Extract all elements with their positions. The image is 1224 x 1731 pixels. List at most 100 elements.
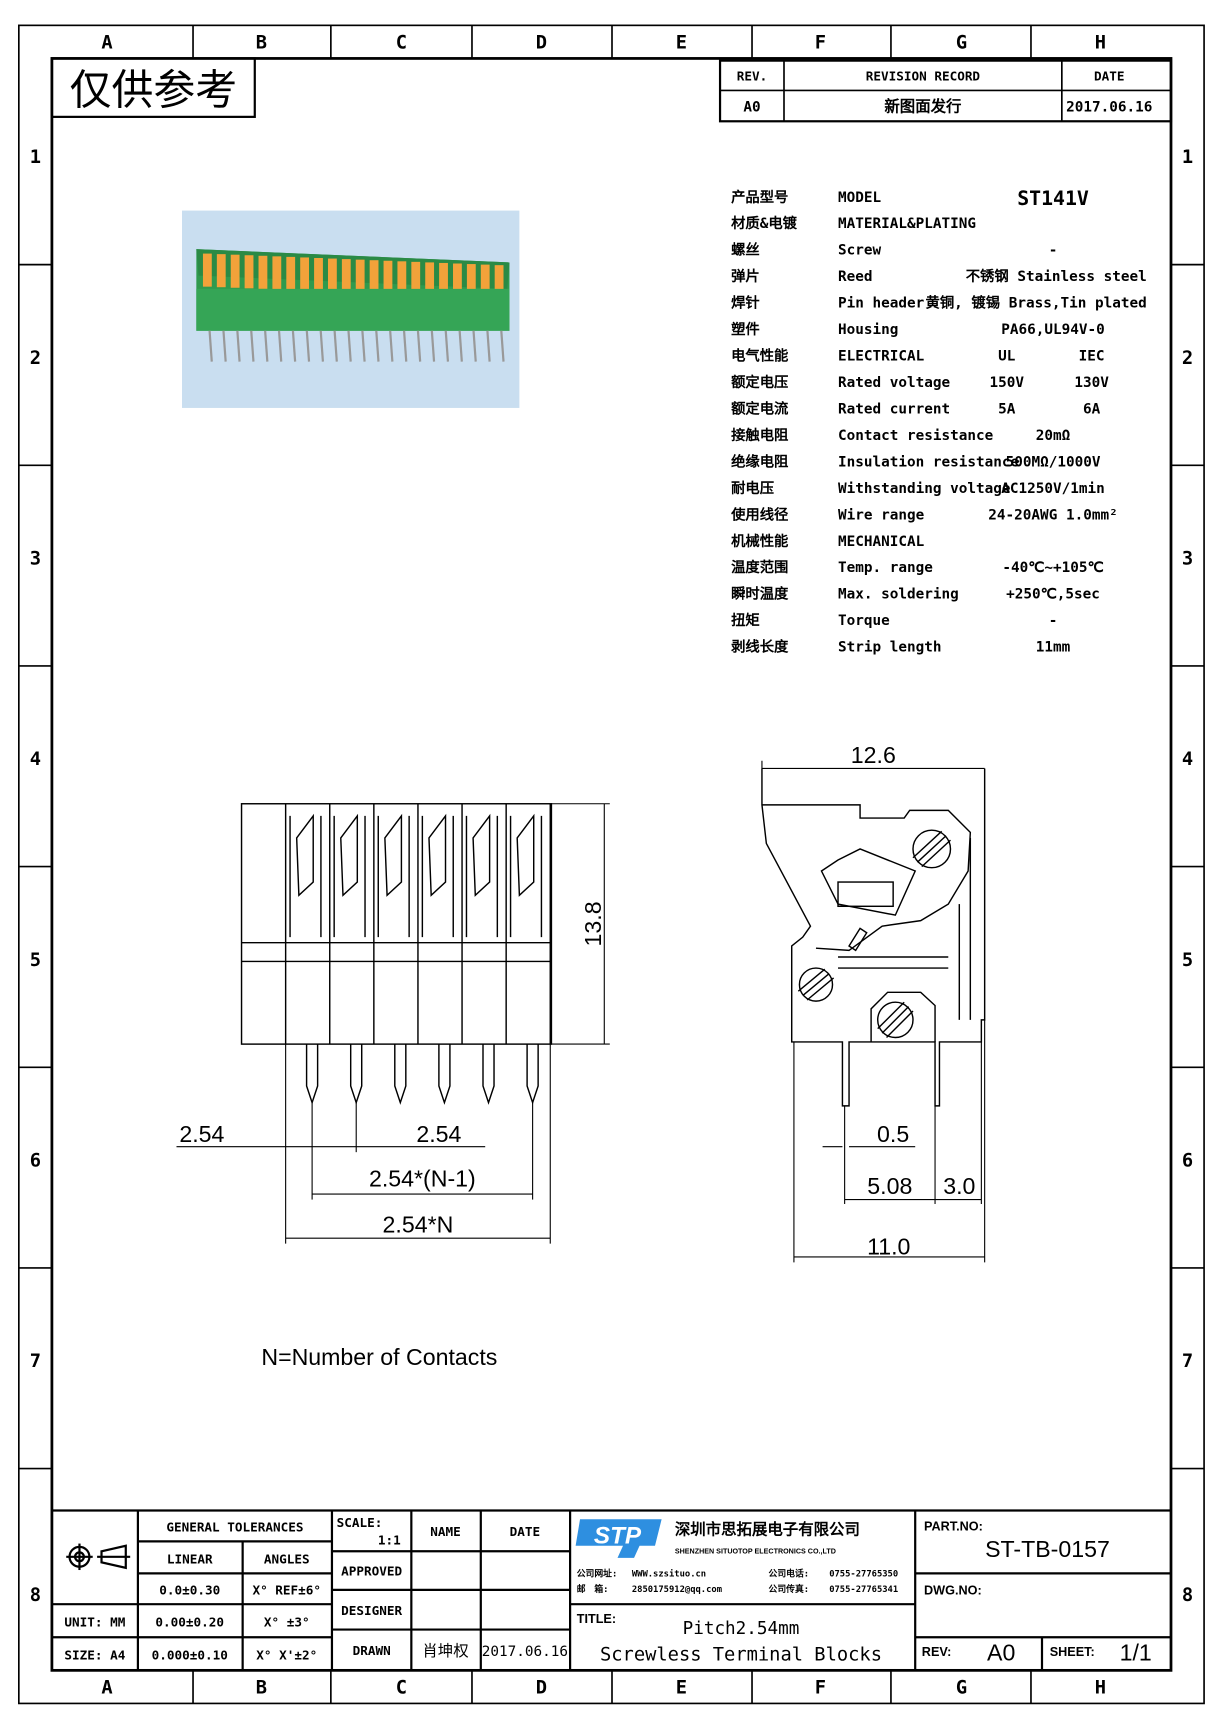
linear-tolerance: 0.0±0.30 (159, 1582, 220, 1597)
spec-value: - (1049, 243, 1058, 259)
spec-label-cn: 瞬时温度 (731, 585, 789, 603)
spec-label-cn: 使用线径 (730, 505, 789, 523)
pin (305, 330, 311, 362)
date-header: DATE (510, 1524, 540, 1539)
lever (216, 254, 226, 288)
linear-label: LINEAR (167, 1551, 213, 1566)
dimension-pin-spacing: 5.08 (867, 1173, 912, 1199)
email-label: 邮 箱: (577, 1583, 609, 1595)
pin (500, 330, 505, 362)
pin (458, 330, 463, 362)
projection-symbol-icon (66, 1543, 131, 1571)
spec-row: 温度范围 Temp. range -40℃~+105℃ (731, 558, 1104, 576)
scale-label: SCALE: (337, 1515, 383, 1530)
spec-label-cn: 机械性能 (731, 532, 789, 550)
linear-tolerance: 0.000±0.10 (152, 1647, 228, 1662)
name-header: NAME (430, 1524, 460, 1539)
fax: 0755-27765341 (829, 1585, 898, 1595)
row-label: 2 (1182, 348, 1193, 369)
spec-value: ST141V (1017, 187, 1089, 210)
solder-pin (305, 1044, 319, 1105)
spec-value: 500MΩ/1000V (1006, 454, 1101, 470)
column-label: A (101, 1678, 112, 1699)
title-label: TITLE: (577, 1612, 616, 1626)
spec-label-cn: 弹片 (731, 267, 760, 285)
pin (319, 330, 325, 362)
rev-header: REV. (737, 68, 767, 83)
column-label: G (956, 33, 967, 54)
column-label: F (815, 33, 826, 54)
row-label: 8 (1182, 1585, 1193, 1606)
spec-label-cn: 耐电压 (731, 479, 774, 497)
column-label: D (536, 1678, 547, 1699)
solder-pin (394, 1044, 407, 1105)
lever (300, 257, 310, 291)
spec-label-en: Temp. range (838, 560, 933, 576)
pin (361, 330, 366, 362)
product-photo (182, 210, 520, 408)
pin (444, 330, 450, 362)
spec-label-cn: 扭矩 (731, 611, 760, 629)
pin (250, 330, 255, 362)
column-label: C (396, 1678, 407, 1699)
solder-pin (482, 1044, 495, 1105)
column-label: F (815, 1678, 826, 1699)
dimension-pin: 0.5 (877, 1121, 909, 1147)
pin (347, 330, 352, 362)
dimension-pitch-n-minus-1: 2.54*(N-1) (369, 1165, 476, 1191)
spec-label-en: MECHANICAL (838, 534, 925, 550)
angle-tolerance: X° X'±2° (256, 1647, 317, 1662)
spec-value: 24-20AWG 1.0mm² (988, 507, 1117, 523)
spec-label-en: Rated voltage (838, 375, 951, 391)
row-label: 3 (30, 549, 41, 570)
spec-value: PA66,UL94V-0 (1001, 322, 1105, 338)
pin (375, 330, 380, 362)
spec-label-cn: 绝缘电阻 (731, 452, 789, 470)
lever (369, 260, 379, 294)
pin (472, 330, 477, 362)
drawn-label: DRAWN (353, 1643, 391, 1658)
angle-tolerance: X° REF±6° (252, 1582, 321, 1597)
drawn-date: 2017.06.16 (482, 1644, 568, 1660)
row-label: 5 (1182, 950, 1193, 971)
revision-date-value: 2017.06.16 (1066, 99, 1152, 115)
lever (466, 264, 476, 298)
pin (264, 330, 269, 362)
spring-clamp (377, 813, 410, 938)
lever (439, 262, 448, 297)
spring-clamp (421, 813, 454, 938)
spring-clamp (333, 813, 366, 938)
spec-value: -40℃~+105℃ (1002, 560, 1103, 576)
dimension-width: 12.6 (851, 742, 896, 768)
spec-label-cn: 塑件 (731, 320, 760, 338)
spec-label-cn: 温度范围 (731, 558, 788, 576)
spec-label-en: Insulation resistance (838, 454, 1020, 470)
column-label: H (1095, 33, 1106, 54)
dimension-depth: 11.0 (867, 1234, 910, 1260)
row-label: 1 (30, 147, 41, 168)
spec-label-en: Withstanding voltage (838, 481, 1011, 497)
column-label: E (676, 1678, 687, 1699)
company-name-cn: 深圳市思拓展电子有限公司 (675, 1520, 860, 1539)
spec-ul-value: 5A (998, 401, 1016, 417)
dimension-pitch-left: 2.54 (179, 1121, 224, 1147)
part-no: ST-TB-0157 (985, 1536, 1110, 1562)
lever (355, 259, 365, 293)
side-view-drawing (761, 760, 986, 1263)
spec-label-cn: 焊针 (731, 294, 760, 312)
lever (286, 256, 296, 290)
lever (202, 253, 212, 287)
title-line-2: Screwless Terminal Blocks (600, 1644, 882, 1665)
solder-pin (349, 1044, 363, 1105)
spec-value: 11mm (1036, 640, 1071, 656)
pin (277, 330, 283, 362)
